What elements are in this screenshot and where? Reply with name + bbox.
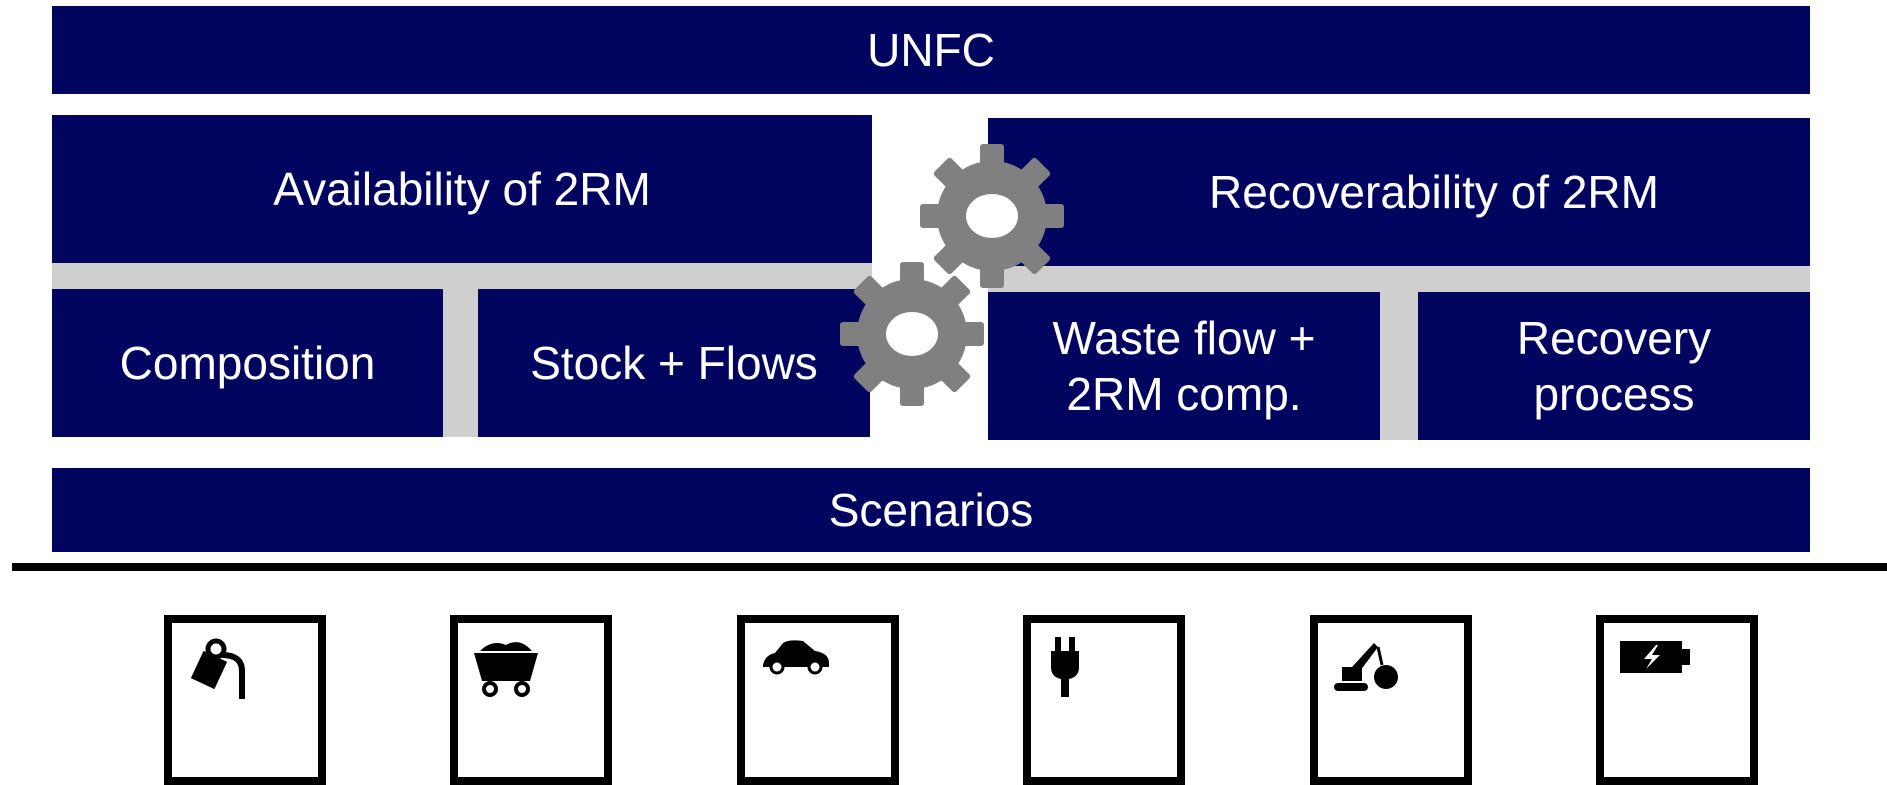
right-divider-vertical (1380, 266, 1418, 440)
unfc-bar: UNFC (52, 6, 1810, 94)
scenarios-label: Scenarios (828, 483, 1034, 536)
availability-label: Availability of 2RM (273, 162, 651, 215)
composition-block: Composition (52, 289, 443, 437)
sector-tile-metallurgy (164, 615, 326, 785)
availability-block: Availability of 2RM (52, 115, 872, 263)
gear-icon-lower (840, 262, 984, 406)
excavator-demolition-icon (1334, 643, 1398, 691)
waste-flow-block: Waste flow + 2RM comp. (988, 292, 1380, 440)
sector-tile-electrical (1023, 615, 1185, 785)
mine-cart-icon (474, 642, 538, 697)
scenarios-bar: Scenarios (52, 468, 1810, 552)
stock-flows-block: Stock + Flows (478, 289, 870, 437)
left-divider-vertical (443, 263, 478, 437)
recoverability-block: Recoverability of 2RM (988, 118, 1810, 266)
stock-flows-label: Stock + Flows (530, 336, 818, 389)
electric-plug-icon (1051, 637, 1079, 697)
separator-line (12, 563, 1887, 571)
metallurgy-ladle-icon (190, 638, 245, 699)
sector-tile-automotive (737, 615, 899, 785)
unfc-label: UNFC (867, 23, 995, 76)
sector-tile-batteries (1596, 615, 1758, 785)
recovery-process-block: Recovery process (1418, 292, 1810, 440)
composition-label: Composition (119, 336, 376, 389)
gear-icon-upper (920, 144, 1064, 288)
recoverability-label: Recoverability of 2RM (1209, 165, 1659, 218)
recovery-process-label: Recovery process (1516, 311, 1712, 420)
sector-tile-construction (1310, 615, 1472, 785)
sector-tile-mining (450, 615, 612, 785)
car-icon (763, 640, 829, 675)
battery-icon (1620, 641, 1690, 673)
waste-flow-label: Waste flow + 2RM comp. (1052, 311, 1316, 420)
